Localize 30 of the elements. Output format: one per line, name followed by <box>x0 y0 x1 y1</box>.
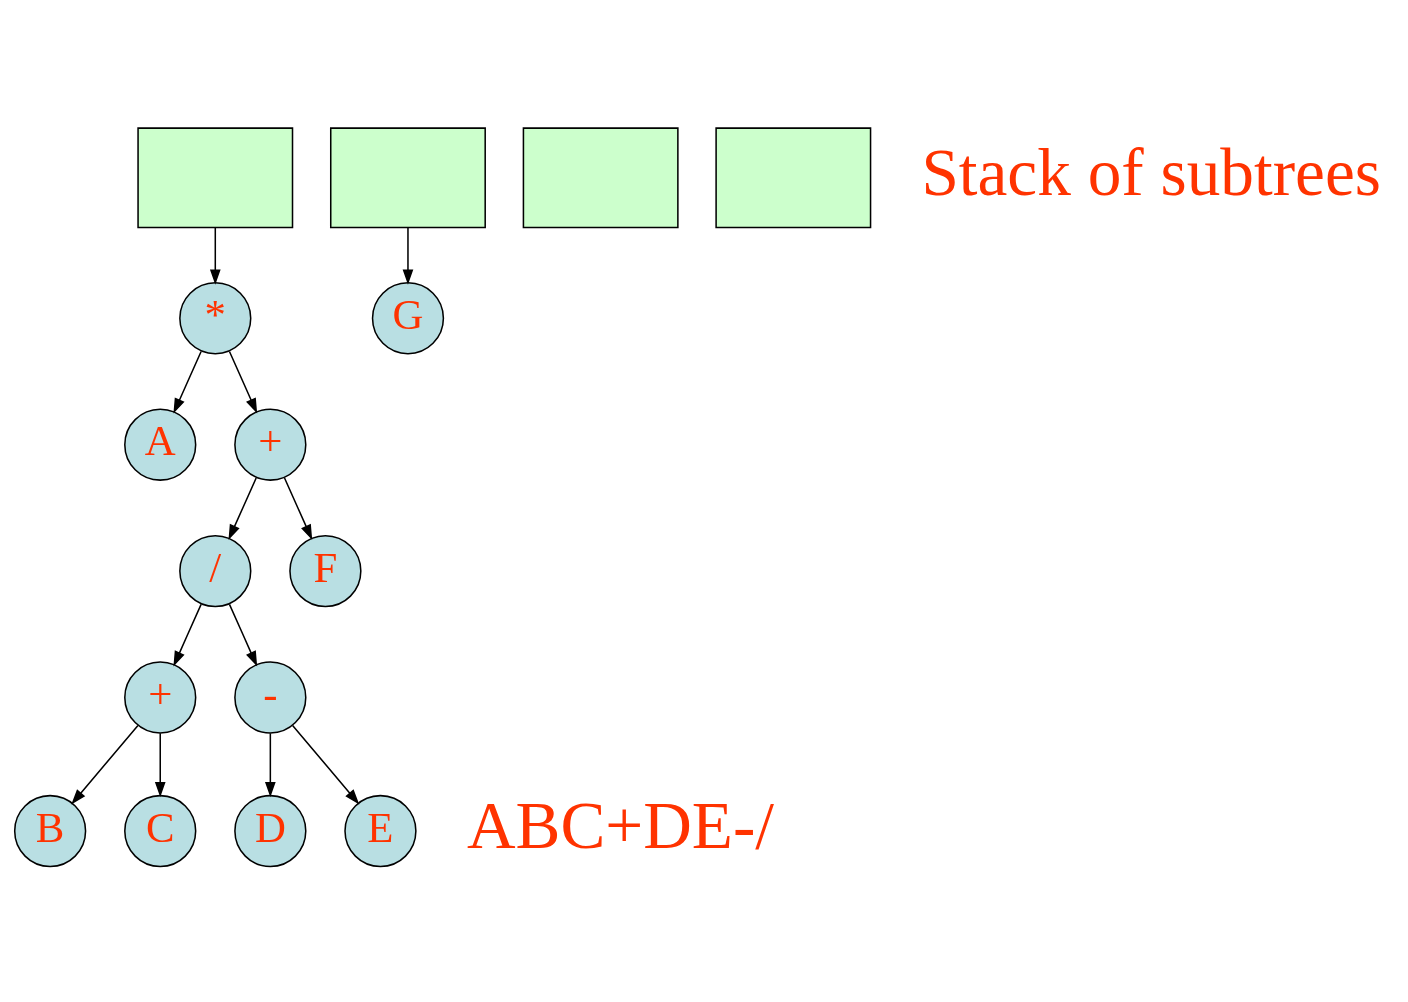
arrow <box>228 477 257 540</box>
arrow <box>209 227 221 285</box>
node-box <box>137 127 294 229</box>
arrow <box>71 724 139 805</box>
node-circle: * <box>179 282 252 355</box>
node-circle: A <box>124 408 197 481</box>
arrow <box>154 732 166 798</box>
arrow <box>173 350 202 414</box>
arrow <box>228 350 258 414</box>
node-circle: + <box>234 408 307 481</box>
node-circle: C <box>124 794 197 868</box>
node-circle: B <box>13 794 87 868</box>
node-box <box>522 127 679 229</box>
node-box <box>329 127 486 229</box>
arrow <box>228 603 258 667</box>
node-circle: F <box>289 534 362 608</box>
arrow <box>283 477 313 540</box>
label: ABC+DE-/ <box>467 788 775 864</box>
arrow <box>402 227 414 285</box>
node-circle: - <box>234 661 307 734</box>
arrow <box>291 724 360 805</box>
node-box <box>715 127 872 229</box>
arrow <box>173 603 202 667</box>
node-circle: D <box>234 794 307 868</box>
arrow <box>265 732 276 798</box>
label: Stack of subtrees <box>921 134 1381 210</box>
node-circle: + <box>124 661 197 734</box>
node-circle: E <box>344 794 417 868</box>
node-circle: G <box>371 282 445 355</box>
node-circle: / <box>179 534 252 608</box>
